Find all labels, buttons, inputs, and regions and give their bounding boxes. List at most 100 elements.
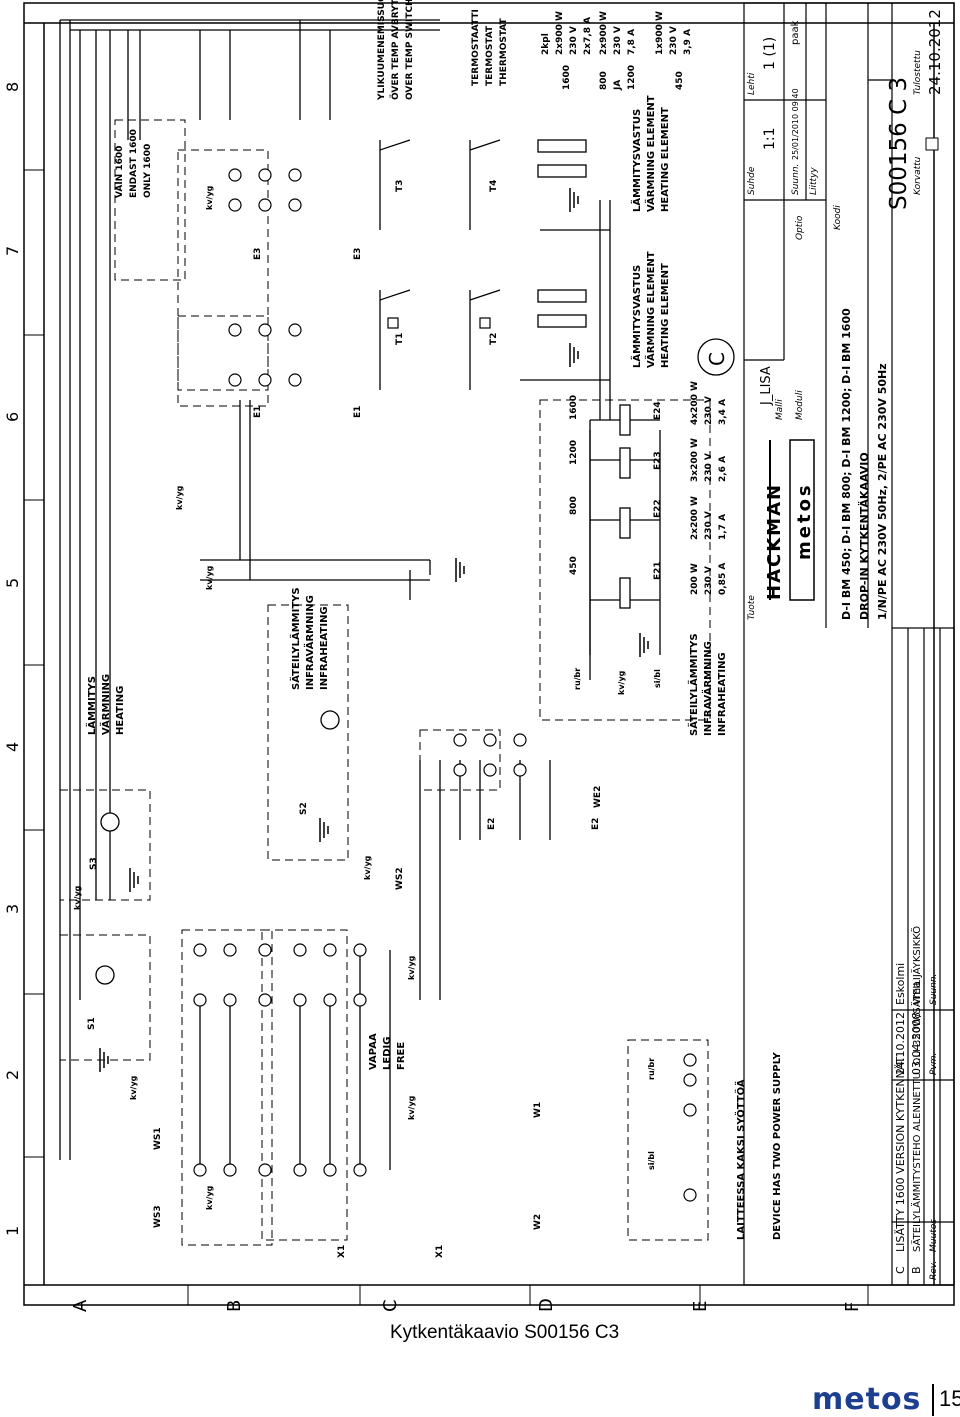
- infra-model-1600: 1600: [569, 395, 579, 420]
- label-heating: HEATING: [115, 686, 126, 735]
- infra-curr-1200: 2,6 A: [718, 456, 728, 482]
- zone-col-1: 1: [3, 1226, 22, 1236]
- tb-paak: paak: [790, 20, 801, 45]
- label-ledig: LEDIG: [382, 1037, 393, 1070]
- component-designators: X1 X1 WS3 WS1 S1 S3 S2 WS2 W1 W2 WE2 E1 …: [87, 180, 663, 1258]
- infra-model-450: 450: [569, 556, 579, 575]
- label-overswitch: OVER TEMP SWITCH: [405, 0, 415, 100]
- dashed-enclosures: [59, 119, 711, 1246]
- designator-e3b: E3: [353, 248, 363, 260]
- designator-t3: T3: [395, 180, 405, 192]
- rev-hdr-rev: Rev.: [929, 1261, 939, 1280]
- heat-1600-power: 2x900 W: [555, 11, 565, 55]
- infra-power-800: 2x200 W: [690, 496, 700, 540]
- label-heatel1: HEATING ELEMENT: [660, 107, 671, 212]
- zone-col-7: 7: [3, 246, 22, 256]
- wire-tag-kvyg: kv/yg: [129, 1075, 138, 1100]
- tb-title-line-1: D-I BM 450; D-I BM 800; D-I BM 1200; D-I…: [840, 308, 853, 620]
- wire-tag-kvyg: kv/yg: [363, 855, 372, 880]
- wire-tag-kvyg: kv/yg: [175, 485, 184, 510]
- tb-tuote-label: Tuote: [747, 595, 757, 620]
- wire-color-tags: kv/yg kv/yg kv/yg kv/yg kv/yg kv/yg kv/y…: [73, 185, 662, 1210]
- zone-row-D: D: [536, 1298, 557, 1312]
- designator-e24: E24: [653, 401, 663, 420]
- rev-b-by: vma: [910, 981, 923, 1005]
- label-lvastus2: LÄMMITYSVASTUS: [629, 265, 643, 368]
- label-vain1600: VAIN 1600: [115, 146, 125, 198]
- infra-power-1600: 4x200 W: [690, 381, 700, 425]
- infra-model-800: 800: [569, 496, 579, 515]
- wire-tag-sibl: si/bl: [647, 1151, 656, 1170]
- tb-title-line-2: DROP-IN KYTKENTÄKAAVIO: [857, 452, 871, 620]
- revision-table: C LISÄTTY 1600 VERSION KYTKENNÄT 24.10.2…: [894, 926, 939, 1280]
- revision-marker-label: C: [705, 352, 729, 366]
- designator-e1a: E1: [253, 406, 263, 418]
- tb-lehti-label: Lehti: [747, 72, 757, 95]
- thermostat-boxes: [379, 139, 501, 329]
- tb-title-line-3: 1/N/PE AC 230V 50Hz, 2/PE AC 230V 50Hz: [876, 363, 889, 620]
- heat-450-model: 450: [675, 71, 685, 90]
- heat-1600-curr: 2x7,8 A: [583, 17, 593, 55]
- tb-suunn-value: 25/01/2010 09:40: [791, 88, 800, 160]
- terminals: [193, 168, 697, 1202]
- heat-800-curr: 7,8 A: [627, 29, 637, 55]
- designator-s2: S2: [299, 802, 309, 815]
- designator-e3a: E3: [253, 248, 263, 260]
- heat-800-volt: 230 V: [613, 26, 623, 55]
- label-ylikuumen: YLIKUUMENEMISSUOJA: [377, 0, 387, 101]
- designator-x1a: X1: [337, 1245, 347, 1258]
- tb-moduli-label: Moduli: [795, 390, 805, 420]
- heat-1200-model: 1200: [627, 65, 637, 90]
- designator-ws1: WS1: [153, 1127, 163, 1150]
- infra-ratings: 450 800 1200 1600 200 W 2x200 W 3x200 W …: [569, 381, 728, 595]
- rotated-labels: LAITTEESSA KAKSI SYÖTTÖÄ DEVICE HAS TWO …: [84, 0, 783, 1240]
- wire-tag-kvyg: kv/yg: [73, 885, 82, 910]
- zone-row-C: C: [380, 1299, 401, 1312]
- label-varmel2: VÄRMNING ELEMENT: [643, 251, 657, 368]
- infra-power-450: 200 W: [690, 563, 700, 595]
- tb-suhde-label: Suhde: [747, 166, 757, 195]
- designator-x1b: X1: [435, 1245, 445, 1258]
- label-overtemp: ÖVER TEMP AVBRYTARE: [390, 0, 401, 100]
- heat-800-power: 2x900 W: [599, 11, 609, 55]
- wire-tag-kvyg: kv/yg: [407, 1095, 416, 1120]
- label-sateily1: SÄTEILYLÄMMITYS: [288, 587, 302, 690]
- label-varmning: VÄRMNING: [98, 674, 112, 735]
- designator-we2: WE2: [593, 786, 603, 808]
- label-endast1600: ENDAST 1600: [129, 129, 139, 198]
- tb-optio-label: Optio: [795, 215, 805, 240]
- infra-curr-800: 1,7 A: [718, 514, 728, 540]
- footer-divider: [932, 1384, 934, 1416]
- heat-800-ja: JA: [613, 80, 623, 91]
- designator-e1b: E1: [353, 406, 363, 418]
- wires: [59, 19, 661, 1170]
- label-infraheat2: INFRAHEATING: [717, 652, 728, 736]
- tb-tulostettu-value: 24.10.2012: [926, 9, 944, 95]
- wire-tag-kvyg: kv/yg: [205, 565, 214, 590]
- infra-model-1200: 1200: [569, 440, 579, 465]
- label-heatel2: HEATING ELEMENT: [660, 263, 671, 368]
- tb-tuote-value: J_LISA: [759, 366, 774, 406]
- tb-korvattu-label: Korvattu: [913, 156, 923, 195]
- designator-e2b: E2: [591, 818, 601, 830]
- infra-power-1200: 3x200 W: [690, 438, 700, 482]
- tb-suunn-label: Suunn.: [791, 164, 801, 195]
- page-number: 15: [939, 1386, 960, 1411]
- rev-c-change: LISÄTTY 1600 VERSION KYTKENNÄT: [894, 1057, 907, 1252]
- brand-metos: metos: [794, 482, 815, 560]
- label-free: FREE: [396, 1042, 407, 1070]
- footer-metos-logo: metos: [812, 1382, 922, 1417]
- wire-tag-kvyg: kv/yg: [205, 185, 214, 210]
- heating-elements: [537, 139, 631, 609]
- ground-symbols: [99, 188, 649, 1072]
- rev-b-date: 03.04.2008: [910, 1012, 923, 1075]
- heat-800-model: 800: [599, 71, 609, 90]
- zone-col-4: 4: [3, 742, 22, 752]
- heat-1600-volt: 230 V: [569, 26, 579, 55]
- wire-tag-kvyg: kv/yg: [205, 1185, 214, 1210]
- zone-col-2: 2: [3, 1070, 22, 1080]
- infra-volt-1200: 230 V: [704, 453, 714, 482]
- infra-volt-1600: 230 V: [704, 396, 714, 425]
- label-only1600: ONLY 1600: [143, 144, 153, 198]
- zone-column-labels: 1 2 3 4 5 6 7 8: [3, 82, 22, 1236]
